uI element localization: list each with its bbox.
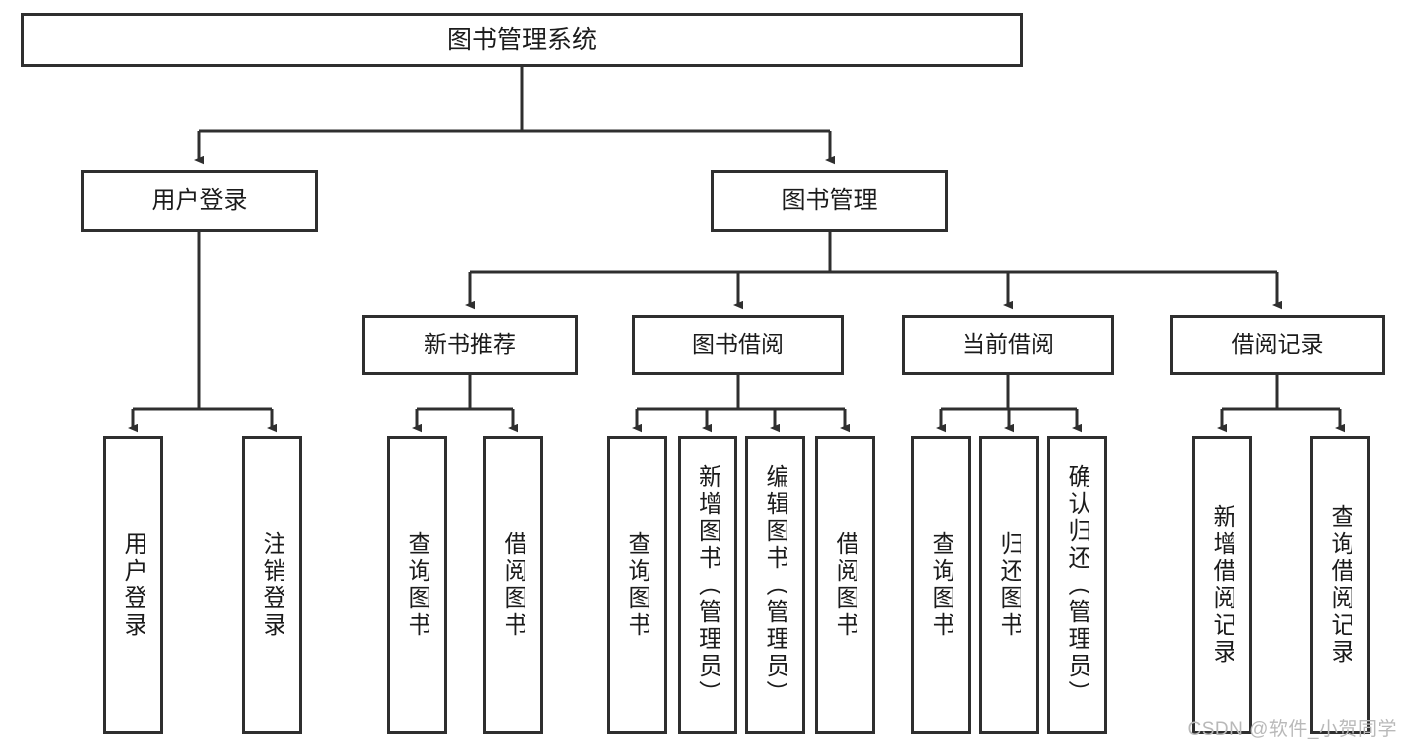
leaf-confirm-return[interactable]: 确认归还（管理员） <box>1047 436 1107 734</box>
leaf-query-book-1[interactable]: 查询图书 <box>387 436 447 734</box>
leaf-add-book-label: 新增图书（管理员） <box>695 463 720 707</box>
node-book-borrow[interactable]: 图书借阅 <box>632 315 844 375</box>
leaf-borrow-book-1-label: 借阅图书 <box>501 531 525 639</box>
node-current-borrow[interactable]: 当前借阅 <box>902 315 1114 375</box>
node-borrow-record-label: 借阅记录 <box>1231 331 1324 358</box>
leaf-return-book-label: 归还图书 <box>997 531 1021 639</box>
leaf-edit-book-label: 编辑图书（管理员） <box>763 463 787 707</box>
leaf-logout-login-label: 注销登录 <box>260 531 284 639</box>
watermark: CSDN @软件_小贺同学 <box>1187 719 1397 740</box>
node-borrow-record[interactable]: 借阅记录 <box>1170 315 1385 375</box>
node-book-management-label: 图书管理 <box>781 186 878 214</box>
leaf-query-book-2[interactable]: 查询图书 <box>607 436 667 734</box>
leaf-add-borrow-record-label: 新增借阅记录 <box>1210 504 1234 666</box>
node-root-label: 图书管理系统 <box>446 26 597 54</box>
leaf-query-book-2-label: 查询图书 <box>625 531 649 639</box>
leaf-query-book-3-label: 查询图书 <box>929 531 953 639</box>
leaf-confirm-return-label: 确认归还（管理员） <box>1065 463 1089 707</box>
leaf-borrow-book-2-label: 借阅图书 <box>833 531 857 639</box>
node-user-login-label: 用户登录 <box>151 186 248 214</box>
leaf-query-borrow-record[interactable]: 查询借阅记录 <box>1310 436 1370 734</box>
leaf-logout-login[interactable]: 注销登录 <box>242 436 302 734</box>
node-book-management[interactable]: 图书管理 <box>711 170 948 232</box>
leaf-borrow-book-1[interactable]: 借阅图书 <box>483 436 543 734</box>
leaf-add-book[interactable]: 新增图书（管理员） <box>678 436 737 734</box>
leaf-add-borrow-record[interactable]: 新增借阅记录 <box>1192 436 1252 734</box>
node-root[interactable]: 图书管理系统 <box>21 13 1023 67</box>
leaf-query-book-1-label: 查询图书 <box>405 531 429 639</box>
node-user-login[interactable]: 用户登录 <box>81 170 318 232</box>
node-book-borrow-label: 图书借阅 <box>692 331 784 358</box>
leaf-user-login[interactable]: 用户登录 <box>103 436 163 734</box>
leaf-query-borrow-record-label: 查询借阅记录 <box>1328 504 1352 666</box>
leaf-query-book-3[interactable]: 查询图书 <box>911 436 971 734</box>
leaf-borrow-book-2[interactable]: 借阅图书 <box>815 436 875 734</box>
node-new-book-recommend[interactable]: 新书推荐 <box>362 315 578 375</box>
node-current-borrow-label: 当前借阅 <box>962 331 1054 358</box>
leaf-user-login-label: 用户登录 <box>121 531 145 639</box>
leaf-return-book[interactable]: 归还图书 <box>979 436 1039 734</box>
leaf-edit-book[interactable]: 编辑图书（管理员） <box>745 436 805 734</box>
node-new-book-recommend-label: 新书推荐 <box>424 331 516 358</box>
